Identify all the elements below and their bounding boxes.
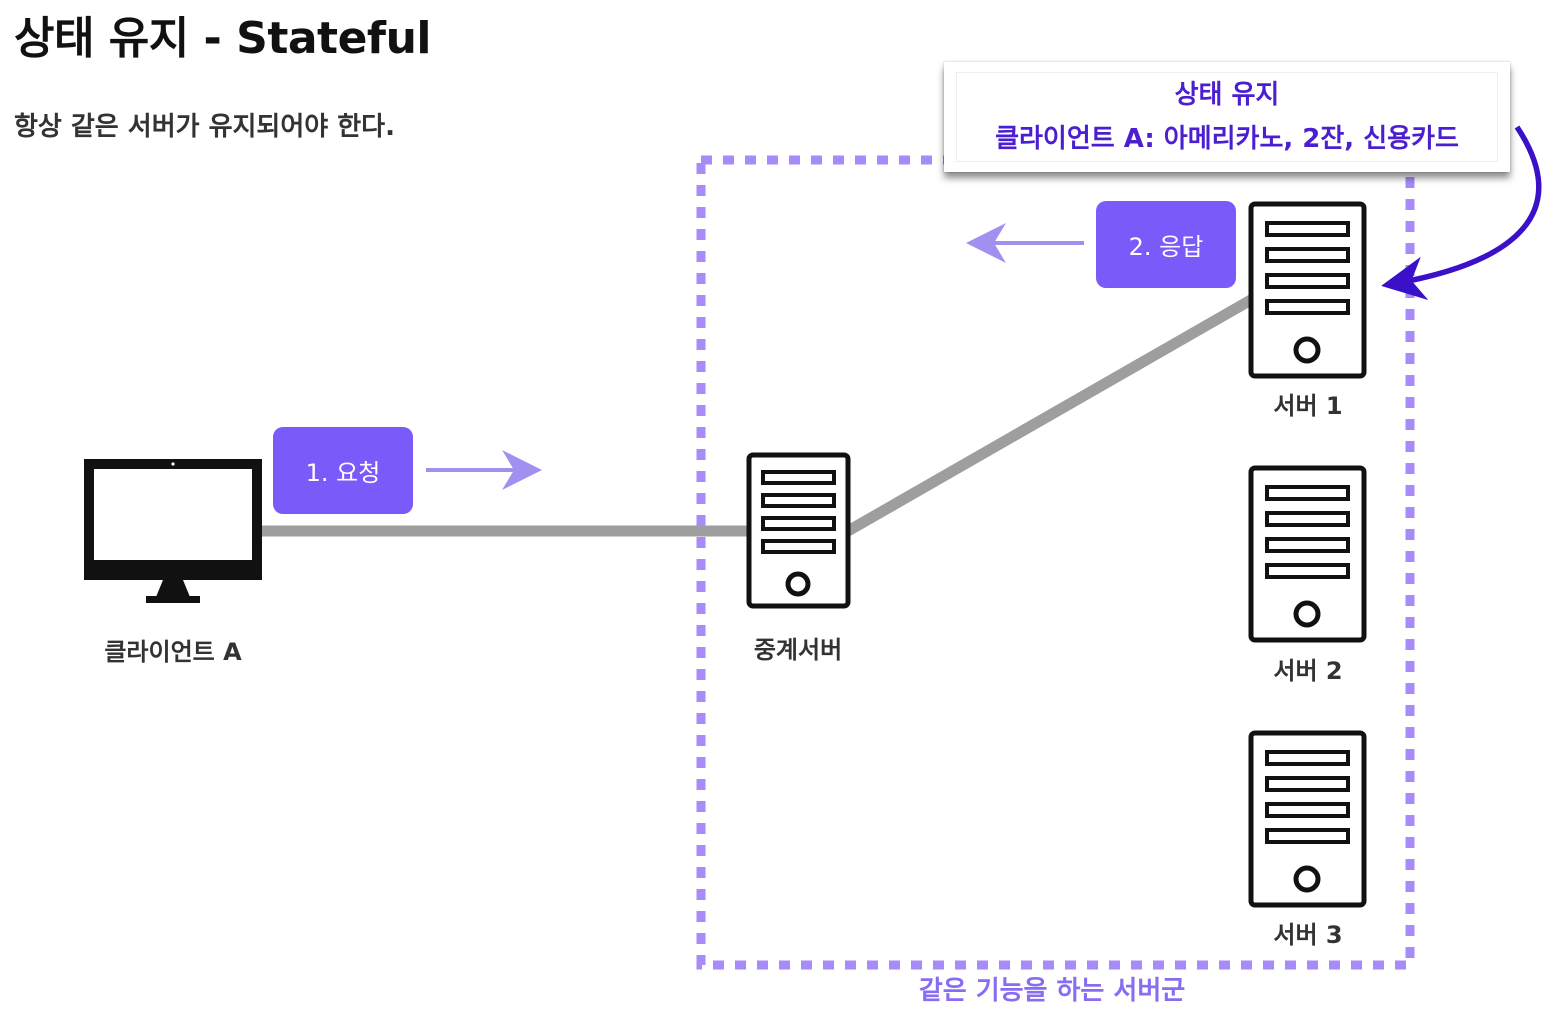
request-pill: 1. 요청 [273, 427, 413, 514]
server-group-label: 같은 기능을 하는 서버군 [918, 976, 1186, 1006]
page-title: 상태 유지 - Stateful [14, 13, 431, 64]
callout-arrow [1381, 125, 1542, 301]
callout-inner [956, 72, 1498, 162]
server-3-icon [1248, 730, 1367, 908]
server-1-label: 서버 1 [1273, 392, 1343, 420]
page-subtitle: 항상 같은 서버가 유지되어야 한다. [14, 112, 395, 142]
proxy-server1-link [845, 292, 1259, 536]
server-2-icon [1248, 465, 1367, 643]
client-label: 클라이언트 A [104, 638, 242, 666]
proxy-label: 중계서버 [753, 636, 843, 664]
callout-title: 상태 유지 [1174, 80, 1280, 110]
state-callout: 상태 유지 클라이언트 A: 아메리카노, 2잔, 신용카드 [944, 62, 1510, 172]
server-2-label: 서버 2 [1273, 657, 1343, 685]
callout-detail: 클라이언트 A: 아메리카노, 2잔, 신용카드 [995, 124, 1459, 154]
server-3-label: 서버 3 [1273, 921, 1343, 949]
proxy-server-icon [746, 452, 851, 609]
server-1-icon [1248, 201, 1367, 379]
monitor-icon [84, 459, 262, 603]
response-pill: 2. 응답 [1096, 201, 1236, 288]
